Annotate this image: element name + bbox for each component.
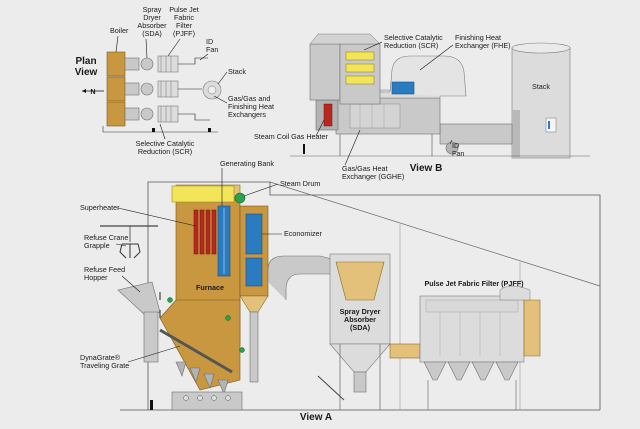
viewa-genbank-label: Generating Bank [220, 159, 274, 168]
viewb-idfan-label-1: ID [452, 141, 459, 150]
viewb-fhe-label-2: Exchanger (FHE) [455, 41, 511, 50]
plan-gas-label-3: Exchangers [228, 110, 266, 119]
view-b-stack [511, 42, 571, 159]
plan-sda-label-3: Absorber [137, 21, 167, 30]
viewb-fhe-label-1: Finishing Heat [455, 33, 501, 42]
fhe-coil [391, 81, 415, 95]
pulse-jet-fabric-filter [419, 285, 541, 410]
viewa-economizer-label: Economizer [284, 229, 323, 238]
viewb-stack-label: Stack [532, 82, 550, 91]
viewa-feed-label-2: Hopper [84, 273, 108, 282]
plan-pjff-label-4: (PJFF) [173, 29, 195, 38]
plan-train-2 [106, 76, 202, 102]
viewa-pjff-label: Pulse Jet Fabric Filter (PJFF) [424, 279, 524, 288]
plan-idfan-label-2: Fan [206, 45, 218, 54]
viewa-furnace-label: Furnace [196, 283, 224, 292]
viewa-dynagrate-label-2: Traveling Grate [80, 361, 129, 370]
plan-scr-label-2: Reduction (SCR) [138, 147, 192, 156]
plan-view: Plan View N [75, 5, 274, 156]
grate-air-hoppers [175, 361, 229, 395]
viewb-ggh-label-1: Gas/Gas Heat [342, 164, 388, 173]
economizer-coil-1 [245, 213, 263, 255]
plan-train-3 [106, 101, 210, 127]
plan-sda-label-4: (SDA) [142, 29, 162, 38]
view-a: Generating Bank Steam Drum Superheater E… [80, 159, 601, 423]
plan-boiler-label: Boiler [110, 26, 129, 35]
plan-view-title-line2: View [75, 67, 98, 78]
view-a-title: View A [300, 412, 332, 423]
viewa-sda-label-1: Spray Dryer [340, 307, 381, 316]
plan-sda-label-1: Spray [143, 5, 162, 14]
viewa-crane-label-1: Refuse Crane [84, 233, 128, 242]
viewb-idfan-label-2: Fan [452, 149, 464, 158]
economizer-coil-2 [245, 257, 263, 287]
steam-drum [234, 192, 246, 204]
plan-train-1 [106, 51, 208, 77]
superheater-tubes [193, 209, 217, 255]
spray-dryer-absorber [317, 253, 391, 410]
plan-gas-label-2: Finishing Heat [228, 102, 274, 111]
plan-pjff-label-2: Fabric [174, 13, 194, 22]
steam-drum-housing [171, 185, 235, 203]
north-label: N [90, 87, 95, 96]
steam-coil-heater [323, 103, 333, 127]
plan-sda-label-2: Dryer [143, 13, 161, 22]
viewa-crane-label-2: Grapple [84, 241, 110, 250]
plan-stack-label: Stack [228, 67, 246, 76]
viewa-superheater-label: Superheater [80, 203, 120, 212]
view-b-title: View B [410, 163, 443, 174]
building-frame [147, 181, 601, 410]
plan-pjff-label-3: Filter [176, 21, 193, 30]
viewb-steamcoil-label: Steam Coil Gas Heater [254, 132, 329, 141]
viewb-ggh-label-2: Exchanger (GGHE) [342, 172, 404, 181]
north-arrow-icon: N [82, 87, 104, 96]
scr-catalyst-2 [345, 63, 375, 73]
viewb-scr-label-2: Reduction (SCR) [384, 41, 438, 50]
plan-idfan-label-1: ID [206, 37, 213, 46]
viewb-scr-label-1: Selective Catalytic [384, 33, 443, 42]
refuse-hopper [117, 281, 161, 317]
viewa-feed-label-1: Refuse Feed [84, 265, 125, 274]
plan-scr-label-1: Selective Catalytic [136, 139, 195, 148]
viewa-steamdrum-label: Steam Drum [280, 179, 320, 188]
traveling-grate [159, 328, 233, 374]
plan-pjff-label-1: Pulse Jet [169, 5, 199, 14]
plan-view-title-line1: Plan [75, 56, 96, 67]
view-b: Selective Catalytic Reduction (SCR) Fini… [254, 33, 590, 181]
scr-catalyst-3 [345, 75, 375, 85]
scr-catalyst-1 [345, 51, 375, 61]
viewa-sda-label-2: Absorber [344, 315, 376, 324]
viewa-dynagrate-label-1: DynaGrate® [80, 353, 121, 362]
plan-gas-label-1: Gas/Gas and [228, 94, 270, 103]
crane-grapple-icon [119, 226, 141, 259]
viewa-sda-label-3: (SDA) [350, 323, 371, 332]
